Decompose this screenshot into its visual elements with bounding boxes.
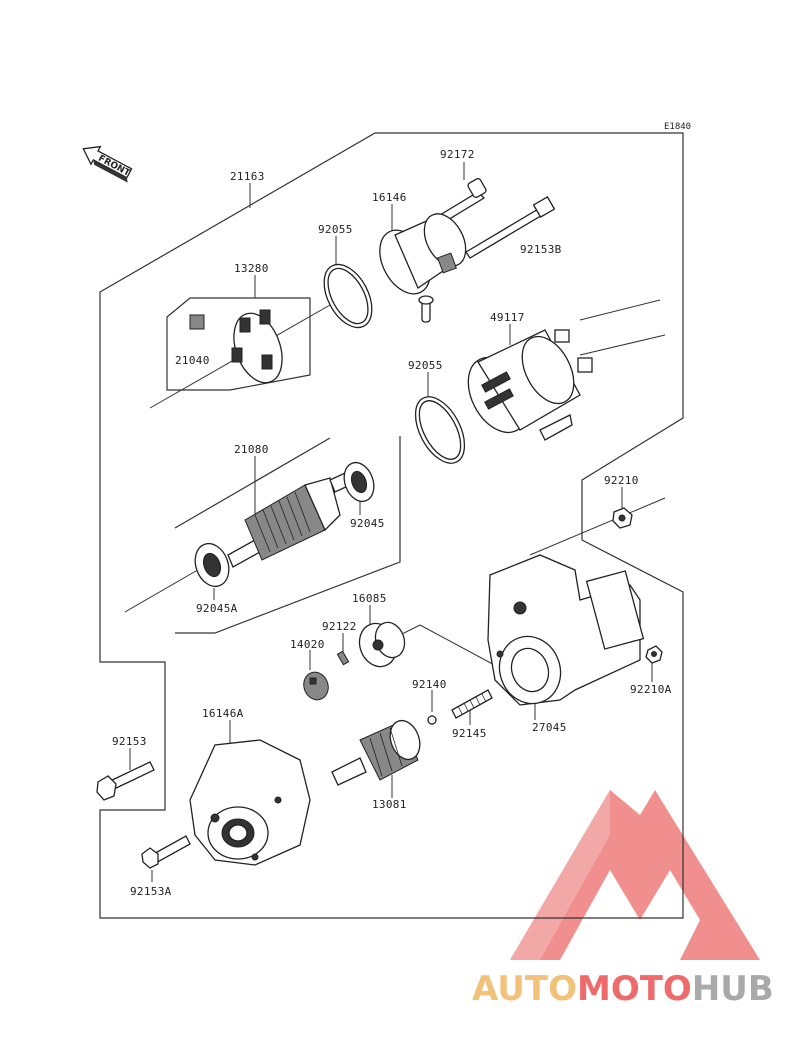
bolt-92153A-icon (141, 835, 191, 869)
label-21040: 21040 (175, 354, 210, 367)
label-92055-lower: 92055 (408, 359, 443, 372)
assembly-frame (99, 132, 684, 919)
label-92055-upper: 92055 (318, 223, 353, 236)
clutch-13081-icon (331, 719, 421, 786)
label-92210: 92210 (604, 474, 639, 487)
label-13081: 13081 (372, 798, 407, 811)
label-92153B: 92153B (520, 243, 562, 256)
label-92153: 92153 (112, 735, 147, 748)
bolt-92153-icon (96, 761, 155, 801)
nut-92210A-icon (645, 645, 663, 664)
bearing-92045A-icon (194, 542, 230, 588)
housing-27045-icon (487, 554, 645, 706)
diagram-code: E1840 (664, 122, 691, 132)
screw-92172-icon (438, 178, 487, 222)
watermark-text: AUTOMOTOHUB (472, 969, 774, 1009)
nut-92210-icon (612, 507, 633, 529)
label-92210A: 92210A (630, 683, 672, 696)
label-92122: 92122 (322, 620, 357, 633)
brush-plate-box (166, 297, 311, 391)
pin-92122-icon (336, 650, 350, 666)
label-92140: 92140 (412, 678, 447, 691)
label-49117: 49117 (490, 311, 525, 324)
watermark-moto: MOTO (577, 969, 692, 1009)
yoke-49117-icon (467, 329, 593, 441)
bolt-92153B-icon (465, 196, 556, 259)
label-92045A: 92045A (196, 602, 238, 615)
label-16085: 16085 (352, 592, 387, 605)
watermark-hub: HUB (692, 969, 774, 1009)
label-92153A: 92153A (130, 885, 172, 898)
o-ring-92055-upper-icon (323, 263, 373, 329)
leader-lines (129, 162, 653, 882)
bearing-92045-icon (343, 461, 375, 503)
watermark-auto: AUTO (472, 969, 577, 1009)
label-21080: 21080 (234, 443, 269, 456)
label-92045: 92045 (350, 517, 385, 530)
label-92172: 92172 (440, 148, 475, 161)
label-14020: 14020 (290, 638, 325, 651)
spring-92145-icon (451, 689, 493, 719)
end-cover-16146-icon (379, 213, 467, 323)
label-21163: 21163 (230, 170, 265, 183)
front-cover-16146A-icon (189, 739, 311, 866)
label-16146: 16146 (372, 191, 407, 204)
label-27045: 27045 (532, 721, 567, 734)
label-92145: 92145 (452, 727, 487, 740)
ball-92140-icon (427, 715, 437, 725)
front-arrow-icon: FRONT (82, 145, 133, 183)
brush-plate-13280-icon (189, 309, 283, 384)
gear-16085-icon (358, 621, 406, 668)
label-13280: 13280 (234, 262, 269, 275)
o-ring-92055-lower-icon (414, 396, 466, 464)
watermark-logo-icon (510, 790, 760, 960)
label-16146A: 16146A (202, 707, 244, 720)
retainer-14020-icon (303, 671, 329, 701)
